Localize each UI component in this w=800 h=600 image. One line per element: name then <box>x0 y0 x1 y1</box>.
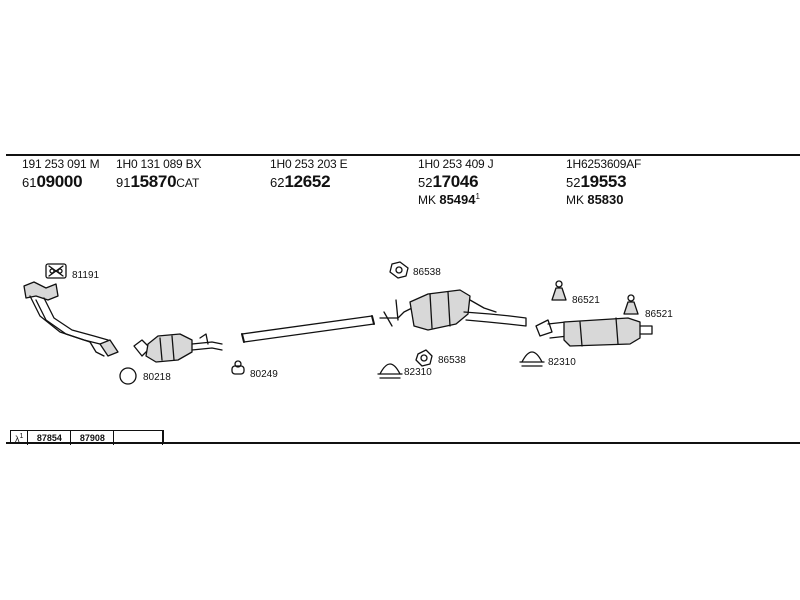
catalytic-converter-icon[interactable] <box>133 333 223 363</box>
clamp-label-right: 82310 <box>548 357 576 368</box>
front-pipe-icon[interactable] <box>23 281 119 357</box>
part-prefix: 91 <box>116 175 131 190</box>
part-suffix: CAT <box>176 176 200 190</box>
part-column-1[interactable]: 191 253 091 M 6109000 <box>22 157 100 191</box>
mount-label-mid: 86538 <box>438 355 466 366</box>
part-prefix: 62 <box>270 175 285 190</box>
mk-number: 85494 <box>439 192 476 207</box>
lambda-cell-1[interactable]: 87854 <box>27 431 72 445</box>
lambda-symbol-cell: λ1 <box>11 431 29 445</box>
lambda-cell-2[interactable]: 87908 <box>70 431 115 445</box>
gasket-label: 81191 <box>72 270 100 281</box>
part-column-4[interactable]: 1H0 253 409 J 5217046 MK 854941 <box>418 157 494 207</box>
rear-silencer-icon[interactable] <box>535 317 653 347</box>
part-prefix: 61 <box>22 175 37 190</box>
hanger-label-right: 86521 <box>645 309 673 320</box>
part-ref: 1H0 253 203 E <box>270 157 348 171</box>
part-ref: 191 253 091 M <box>22 157 100 171</box>
hanger-label-left: 86521 <box>572 295 600 306</box>
ring-label: 80218 <box>143 372 171 383</box>
part-number: 17046 <box>432 172 479 191</box>
part-number: 15870 <box>130 172 177 191</box>
lambda-symbol: λ <box>15 434 20 444</box>
mount-label-top: 86538 <box>413 267 441 278</box>
mk-number: 85830 <box>587 192 624 207</box>
part-column-3[interactable]: 1H0 253 203 E 6212652 <box>270 157 348 191</box>
part-ref: 1H0 253 409 J <box>418 157 494 171</box>
mk-label: MK <box>418 193 436 207</box>
lambda-note: 1 <box>19 433 24 440</box>
ring-icon[interactable] <box>119 367 137 385</box>
bottom-rule <box>6 442 800 444</box>
mk-label: MK <box>566 193 584 207</box>
lambda-cell-3 <box>113 431 164 445</box>
top-rule <box>6 154 800 156</box>
hanger-icon[interactable] <box>231 360 245 375</box>
exhaust-hanger-icon[interactable] <box>623 294 639 315</box>
mk-note: 1 <box>475 192 480 201</box>
part-ref: 1H6253609AF <box>566 157 642 171</box>
part-prefix: 52 <box>418 175 433 190</box>
part-number: 19553 <box>580 172 627 191</box>
part-prefix: 52 <box>566 175 581 190</box>
part-number: 09000 <box>36 172 83 191</box>
pipe-clamp-icon[interactable] <box>377 363 403 379</box>
pipe-clamp-icon[interactable] <box>519 351 545 367</box>
part-number: 12652 <box>284 172 331 191</box>
part-ref: 1H0 131 089 BX <box>116 157 202 171</box>
gasket-icon[interactable] <box>45 263 67 279</box>
rubber-mount-icon[interactable] <box>389 261 409 279</box>
part-column-2[interactable]: 1H0 131 089 BX 9115870CAT <box>116 158 201 191</box>
hanger-label: 80249 <box>250 369 278 380</box>
middle-silencer-icon[interactable] <box>379 289 527 331</box>
clamp-label-left: 82310 <box>404 367 432 378</box>
intermediate-pipe-icon[interactable] <box>241 315 375 343</box>
rubber-mount-icon[interactable] <box>415 349 433 367</box>
exhaust-hanger-icon[interactable] <box>551 280 567 301</box>
lambda-table: λ1 87854 87908 <box>10 430 165 445</box>
part-column-5[interactable]: 1H6253609AF 5219553 MK 85830 <box>566 158 641 206</box>
